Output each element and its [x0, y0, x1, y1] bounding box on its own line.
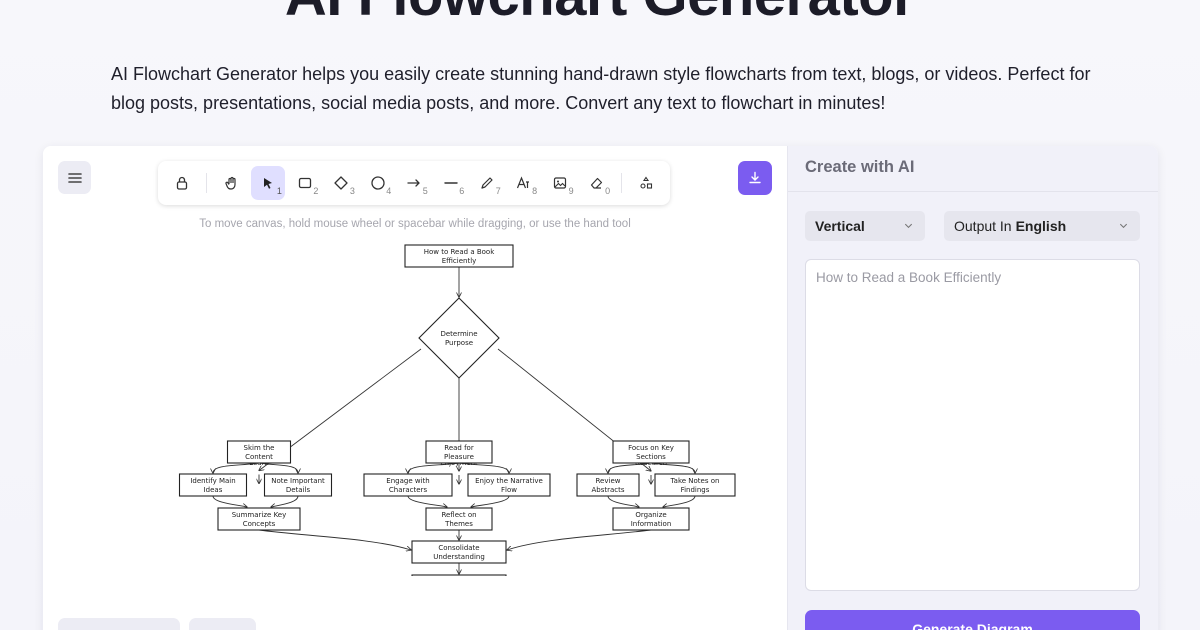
zoom-controls[interactable] — [58, 618, 180, 630]
text-icon — [517, 176, 530, 189]
branch-right-node[interactable] — [467, 473, 551, 497]
canvas-hint: To move canvas, hold mouse wheel or spac… — [199, 218, 631, 230]
edge-left-bottom — [212, 495, 247, 507]
prompt-input[interactable]: How to Read a Book Efficiently — [805, 259, 1140, 591]
branch-bottom-node[interactable] — [425, 507, 493, 531]
ellipse-tool[interactable]: 4 — [361, 166, 394, 200]
hand-tool[interactable] — [215, 166, 248, 200]
language-value: English — [1015, 218, 1067, 234]
branch-top-node[interactable] — [612, 440, 690, 464]
apply-node[interactable] — [411, 574, 507, 576]
diamond-tool[interactable]: 3 — [324, 166, 357, 200]
toolbar: 1 2 3 4 5 6 7 — [158, 161, 670, 205]
pointer-icon — [264, 178, 273, 189]
branch-bottom-node[interactable] — [612, 507, 690, 531]
page-description: AI Flowchart Generator helps you easily … — [111, 64, 1091, 113]
edge-research-consolidate — [507, 529, 652, 550]
undo-redo-controls[interactable] — [189, 618, 256, 630]
image-icon — [553, 177, 567, 189]
edge-top-left — [608, 462, 652, 473]
rectangle-icon — [298, 177, 311, 189]
edge-left-bottom — [607, 495, 639, 507]
hamburger-icon — [67, 172, 82, 183]
panel-title: Create with AI — [788, 146, 1158, 192]
diamond-icon — [334, 176, 348, 190]
edge-learn-consolidate — [258, 529, 411, 550]
branch-bottom-node[interactable] — [217, 507, 301, 531]
draw-tool[interactable]: 7 — [470, 166, 503, 200]
lock-tool[interactable] — [166, 166, 199, 200]
edge-top-left — [213, 462, 260, 473]
edge-top-left — [408, 462, 460, 473]
more-shapes-tool[interactable] — [629, 166, 662, 200]
branch-left-node[interactable] — [363, 473, 453, 497]
ellipse-icon — [370, 176, 385, 190]
branch-top-node[interactable] — [425, 440, 493, 464]
toolbar-divider — [620, 173, 622, 193]
branch-right-node[interactable] — [263, 473, 333, 497]
decision-node[interactable] — [418, 297, 500, 379]
canvas[interactable]: 1 2 3 4 5 6 7 — [43, 146, 787, 630]
page-title: AI Flowchart Generator — [0, 0, 1200, 29]
language-prefix: Output In — [954, 218, 1012, 234]
direction-value: Vertical — [815, 218, 865, 234]
download-button[interactable] — [738, 161, 772, 195]
edge-right-bottom — [471, 495, 510, 507]
eraser-tool[interactable]: 0 — [580, 166, 613, 200]
chevron-down-icon — [904, 223, 913, 229]
selection-tool[interactable]: 1 — [251, 166, 285, 200]
edge-top-right — [258, 462, 298, 473]
rectangle-tool[interactable]: 2 — [288, 166, 321, 200]
edge-right-bottom — [271, 495, 299, 507]
branch-left-node[interactable] — [576, 473, 640, 497]
hand-icon — [225, 176, 236, 190]
branch-right-node[interactable] — [654, 473, 736, 497]
image-tool[interactable]: 9 — [543, 166, 576, 200]
toolbar-divider — [206, 173, 208, 193]
download-icon — [749, 171, 761, 184]
lock-icon — [177, 176, 188, 190]
arrow-icon — [407, 179, 420, 187]
more-shapes-icon — [640, 176, 652, 189]
generate-button[interactable]: Generate Diagram — [805, 610, 1140, 630]
side-panel: Create with AI Vertical Output In Englis… — [787, 146, 1158, 630]
branch-left-node[interactable] — [178, 473, 248, 497]
arrow-tool[interactable]: 5 — [397, 166, 430, 200]
edge-top-right — [650, 462, 695, 473]
editor-card: 1 2 3 4 5 6 7 — [43, 146, 1158, 630]
consolidate-node[interactable] — [411, 540, 507, 564]
language-select[interactable]: Output In English — [944, 211, 1140, 241]
line-icon — [443, 182, 458, 184]
eraser-icon — [591, 177, 603, 189]
edge-top-right — [458, 462, 509, 473]
direction-select[interactable]: Vertical — [805, 211, 925, 241]
branch-top-node[interactable] — [226, 440, 292, 464]
edge-left-bottom — [407, 495, 447, 507]
start-node[interactable] — [404, 244, 514, 268]
chevron-down-icon — [1119, 223, 1128, 229]
pencil-icon — [481, 177, 493, 189]
line-tool[interactable]: 6 — [434, 166, 467, 200]
menu-button[interactable] — [58, 161, 91, 194]
edge-right-bottom — [663, 495, 696, 507]
text-tool[interactable]: 8 — [507, 166, 540, 200]
